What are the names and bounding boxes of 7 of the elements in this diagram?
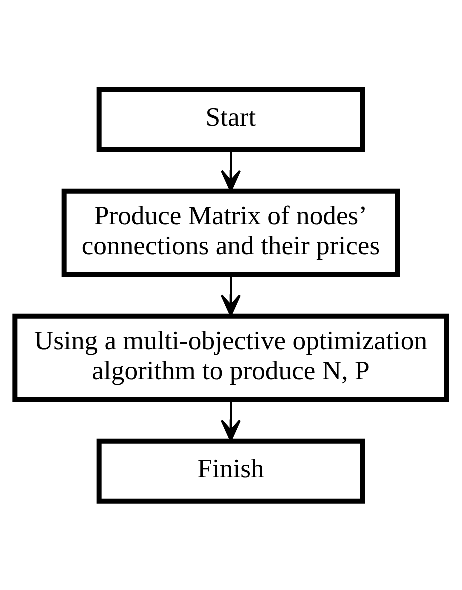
node-box: Start [96,86,366,152]
arrow [221,400,241,442]
arrow [221,274,241,316]
node-box: Finish [96,438,366,504]
arrow [221,150,241,192]
node-box: Using a multi-objective optimization algorithm to produce N, P [12,313,450,402]
node-box: Produce Matrix of nodes’ connections and their prices [62,188,400,277]
